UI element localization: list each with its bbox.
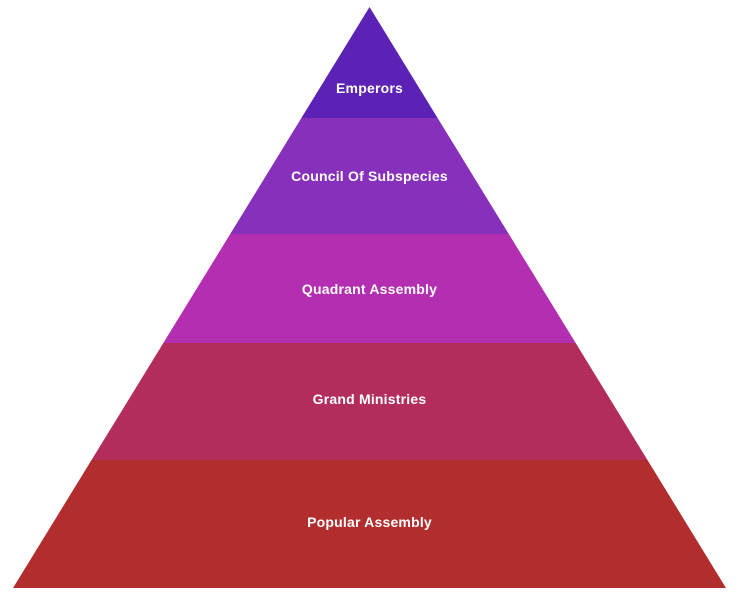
pyramid-slice-emperors[interactable] (301, 7, 438, 118)
pyramid-slice-popular-assembly[interactable] (13, 460, 726, 588)
pyramid-slice-quadrant-assembly[interactable] (163, 234, 576, 343)
pyramid-label-emperors: Emperors (336, 80, 403, 96)
pyramid-slice-grand-ministries[interactable] (91, 343, 648, 460)
pyramid-label-quadrant-assembly: Quadrant Assembly (302, 281, 437, 297)
pyramid-label-popular-assembly: Popular Assembly (307, 514, 432, 530)
pyramid-label-grand-ministries: Grand Ministries (313, 391, 427, 407)
pyramid-label-council-of-subspecies: Council Of Subspecies (291, 168, 448, 184)
pyramid-slice-council-of-subspecies[interactable] (230, 118, 509, 234)
